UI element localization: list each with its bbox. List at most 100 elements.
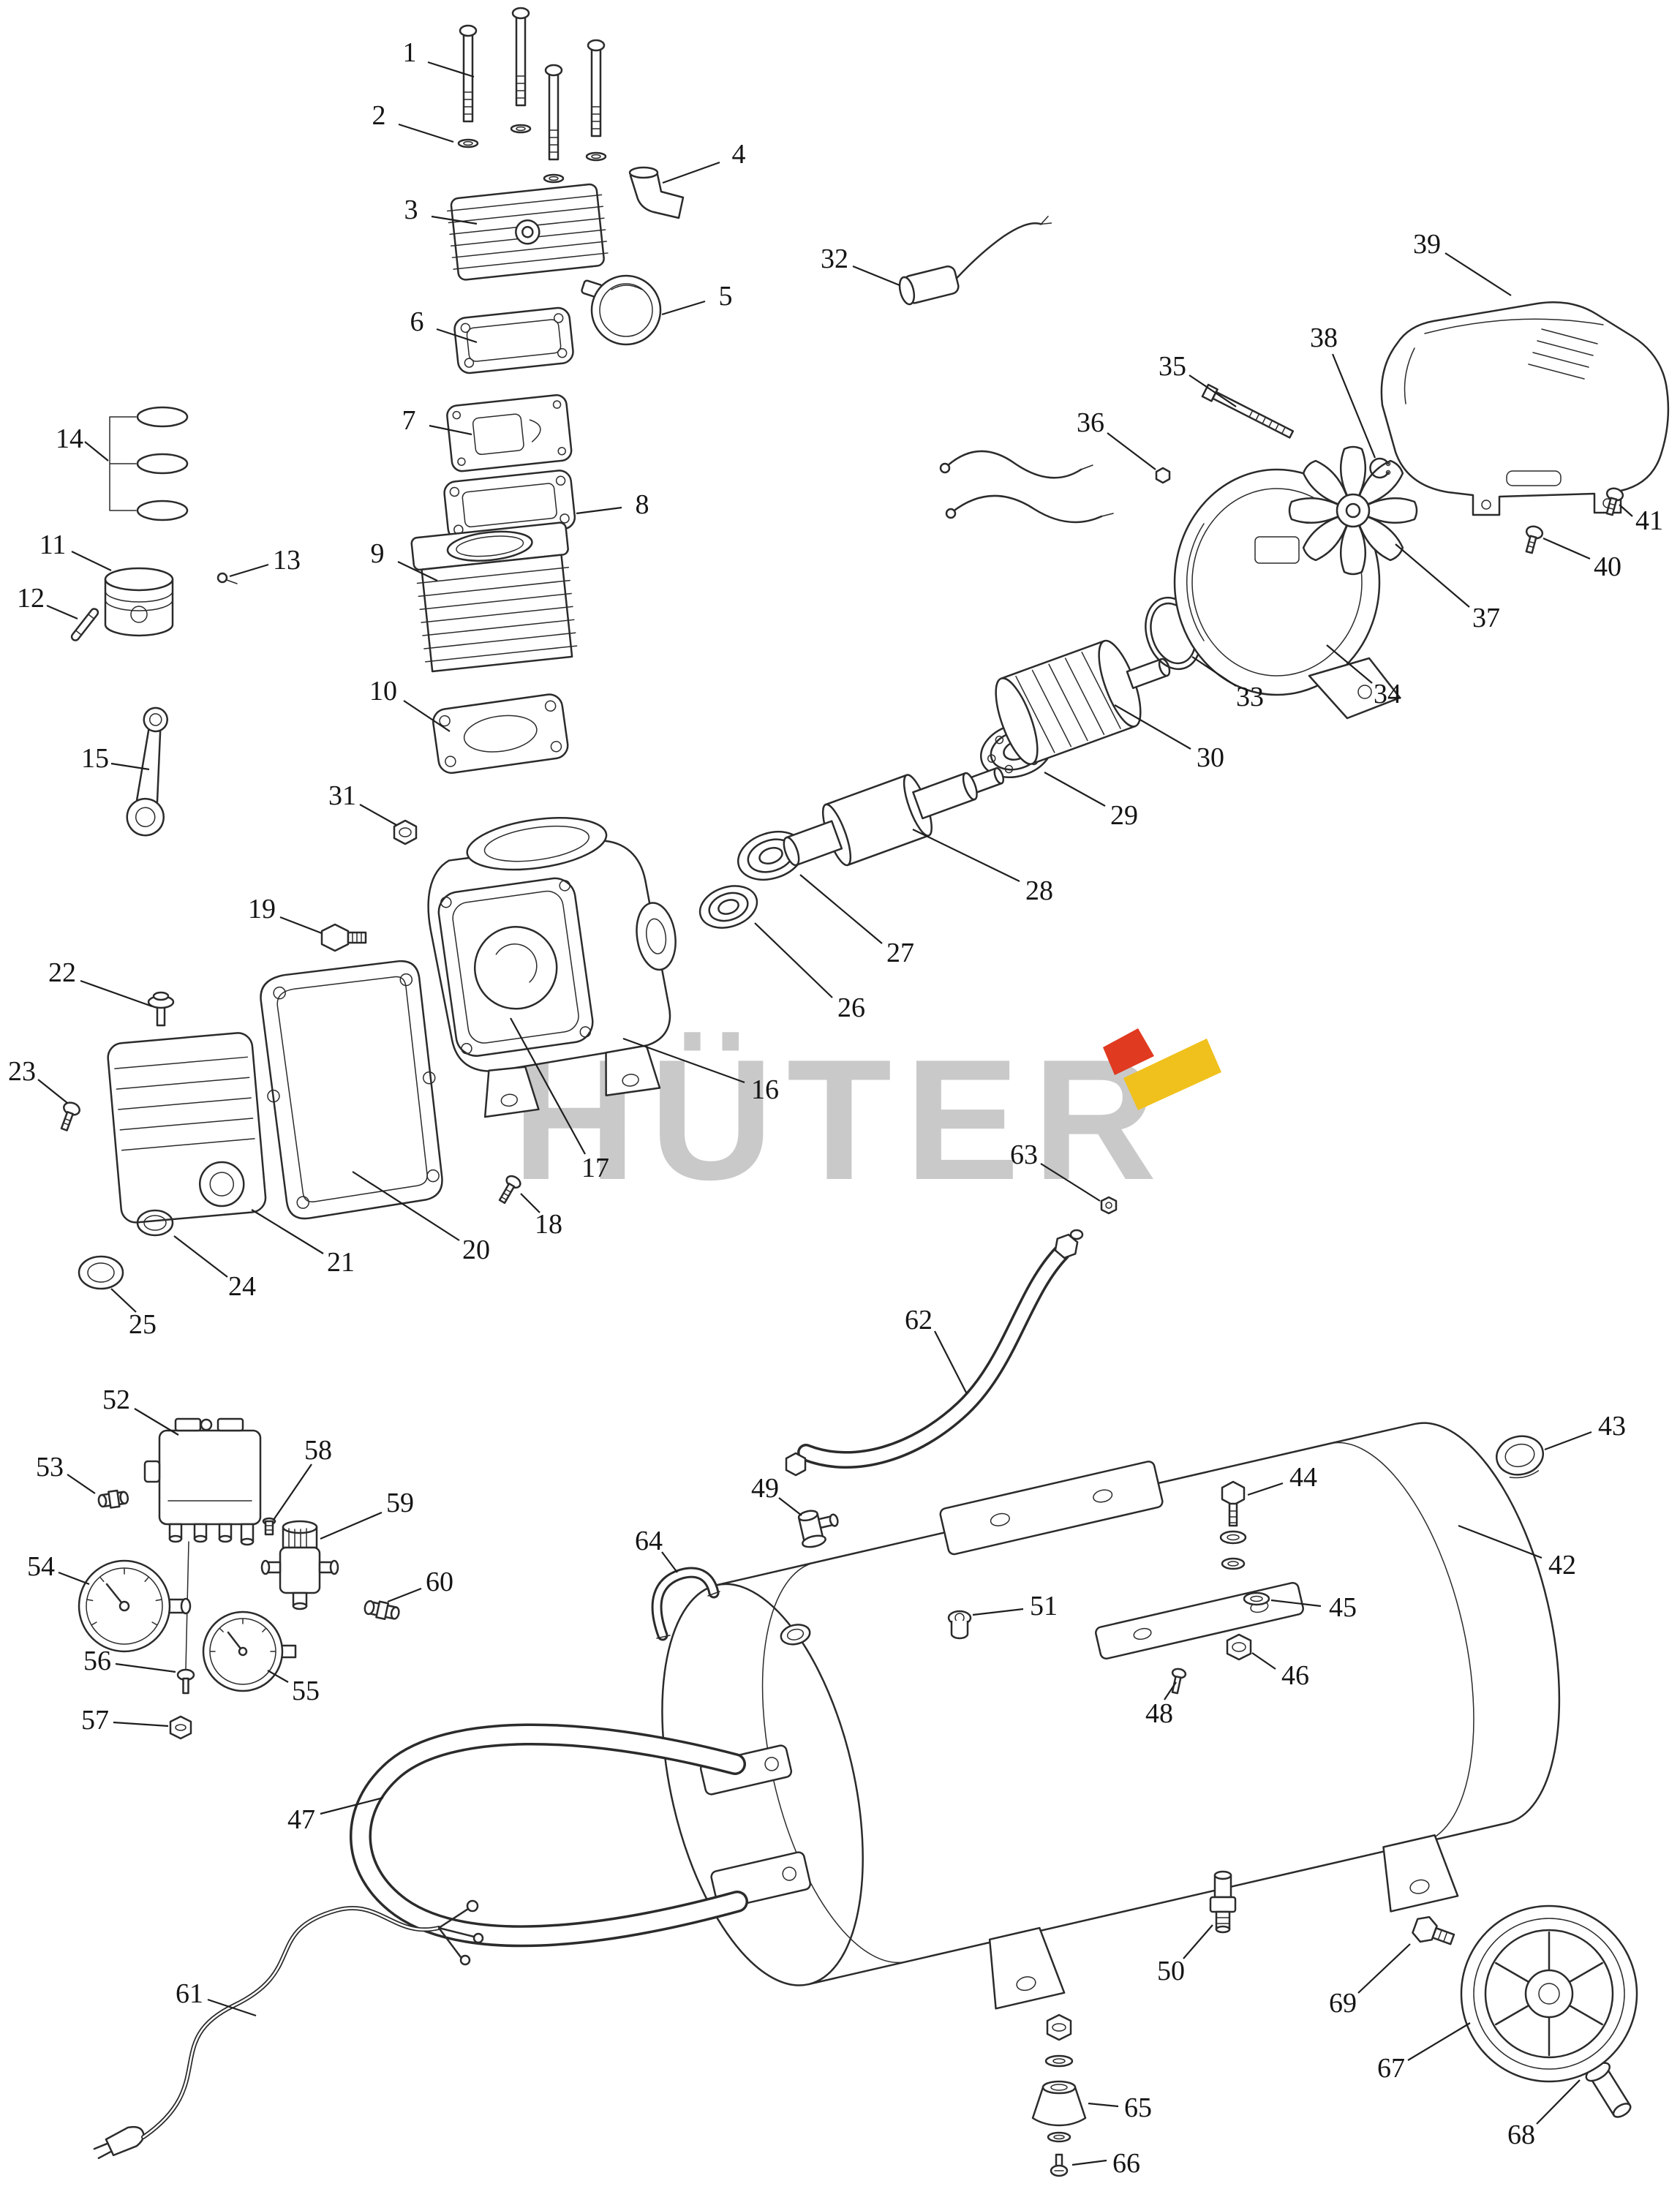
leader-line-20	[352, 1171, 460, 1241]
part-label-15: 15	[81, 743, 109, 774]
part-label-57: 57	[81, 1705, 109, 1736]
mount-nut-drawing	[1226, 1633, 1252, 1661]
leader-line-37	[1395, 543, 1470, 608]
part-label-10: 10	[369, 676, 397, 707]
case-screw-drawing	[498, 1175, 521, 1205]
fan-shroud-drawing	[1380, 301, 1670, 516]
capacitor-drawing	[898, 216, 1052, 306]
inlet-fitting-drawing	[97, 1489, 129, 1509]
part-label-34: 34	[1374, 679, 1401, 709]
leader-line-13	[229, 563, 269, 578]
leader-line-48	[1164, 1681, 1177, 1700]
mount-bolt-drawing	[1221, 1480, 1246, 1527]
circlip-drawing	[1369, 457, 1391, 479]
part-label-55: 55	[292, 1676, 320, 1706]
part-label-51: 51	[1030, 1591, 1058, 1621]
part-label-27: 27	[886, 938, 914, 968]
rubber-foot-drawing	[1031, 2080, 1087, 2127]
part-label-29: 29	[1110, 800, 1138, 831]
part-label-43: 43	[1598, 1411, 1626, 1442]
part-label-14: 14	[56, 423, 83, 454]
leader-line-22	[80, 979, 153, 1008]
pipe-nut-drawing	[393, 819, 418, 845]
tube-nut-drawing	[169, 1715, 192, 1740]
part-label-5: 5	[718, 281, 733, 312]
part-label-56: 56	[83, 1646, 111, 1676]
part-label-36: 36	[1077, 407, 1104, 438]
leader-line-5	[661, 300, 706, 316]
leader-line-61	[207, 1998, 257, 2017]
leader-line-23	[37, 1079, 68, 1104]
outlet-pipe-drawing	[785, 1229, 1084, 1477]
leader-line-31	[359, 804, 397, 826]
leader-line-62	[934, 1330, 968, 1395]
axle-nipple-drawing	[1412, 1915, 1455, 1945]
part-label-2: 2	[372, 100, 386, 131]
tank-valve-drawing	[797, 1510, 839, 1548]
part-label-33: 33	[1236, 682, 1264, 712]
part-label-37: 37	[1472, 603, 1500, 633]
part-label-46: 46	[1281, 1660, 1309, 1691]
check-valve-drawing	[1209, 1870, 1237, 1934]
part-label-30: 30	[1197, 742, 1224, 773]
part-label-66: 66	[1112, 2148, 1140, 2179]
part-label-59: 59	[386, 1488, 414, 1518]
part-label-31: 31	[328, 780, 356, 811]
leader-line-34	[1326, 644, 1373, 684]
part-label-65: 65	[1124, 2092, 1152, 2123]
leader-line-56	[115, 1662, 176, 1673]
air-filter-drawing	[581, 274, 662, 346]
leader-line-25	[110, 1288, 137, 1313]
leader-line-58	[273, 1463, 312, 1521]
handle-drawing	[350, 1723, 812, 1948]
oil-plug-drawing	[78, 1255, 124, 1290]
leader-line-15	[110, 762, 150, 771]
part-label-25: 25	[129, 1309, 157, 1340]
outlet-nipple-drawing	[364, 1600, 400, 1620]
leader-line-64	[661, 1551, 678, 1573]
part-label-18: 18	[535, 1209, 562, 1240]
sight-glass-seal-drawing	[136, 1209, 174, 1237]
elbow-fitting-drawing	[628, 166, 685, 219]
part-label-23: 23	[8, 1056, 36, 1087]
base-gasket-drawing	[432, 693, 569, 775]
leader-line-41	[1619, 504, 1633, 517]
leader-lines-layer	[37, 61, 1633, 2166]
leader-line-60	[387, 1587, 422, 1603]
drain-washer-b-drawing	[1047, 2131, 1071, 2143]
part-label-58: 58	[304, 1435, 332, 1466]
leader-line-50	[1183, 1924, 1213, 1959]
leader-line-16	[622, 1037, 745, 1084]
part-label-19: 19	[248, 894, 276, 924]
breather-cap-drawing	[147, 991, 175, 1027]
part-label-47: 47	[287, 1804, 315, 1835]
mount-washer-a-drawing	[1219, 1530, 1247, 1545]
part-label-11: 11	[39, 530, 67, 560]
leader-line-47	[320, 1796, 384, 1815]
leader-line-3	[431, 215, 478, 225]
leader-line-35	[1189, 374, 1237, 407]
part-label-67: 67	[1377, 2053, 1405, 2084]
part-label-35: 35	[1159, 351, 1186, 382]
part-label-63: 63	[1010, 1139, 1038, 1170]
head-gasket-drawing	[453, 306, 574, 374]
leader-line-53	[67, 1474, 96, 1494]
crankshaft-drawing	[783, 766, 1005, 867]
leader-line-43	[1544, 1431, 1592, 1451]
leader-line-21	[251, 1209, 324, 1254]
part-label-39: 39	[1413, 229, 1441, 260]
leader-line-28	[912, 829, 1020, 882]
part-label-61: 61	[176, 1978, 203, 2009]
rotor-drawing	[995, 639, 1171, 765]
part-label-6: 6	[410, 306, 424, 337]
tank-plug-drawing	[1496, 1435, 1544, 1479]
leader-line-63	[1040, 1163, 1101, 1202]
part-label-12: 12	[17, 583, 45, 614]
part-label-3: 3	[404, 195, 418, 225]
leader-line-51	[972, 1608, 1024, 1616]
regulator-drawing	[260, 1520, 339, 1610]
part-label-45: 45	[1329, 1592, 1357, 1623]
part-label-49: 49	[751, 1473, 779, 1504]
leader-line-39	[1444, 252, 1512, 296]
